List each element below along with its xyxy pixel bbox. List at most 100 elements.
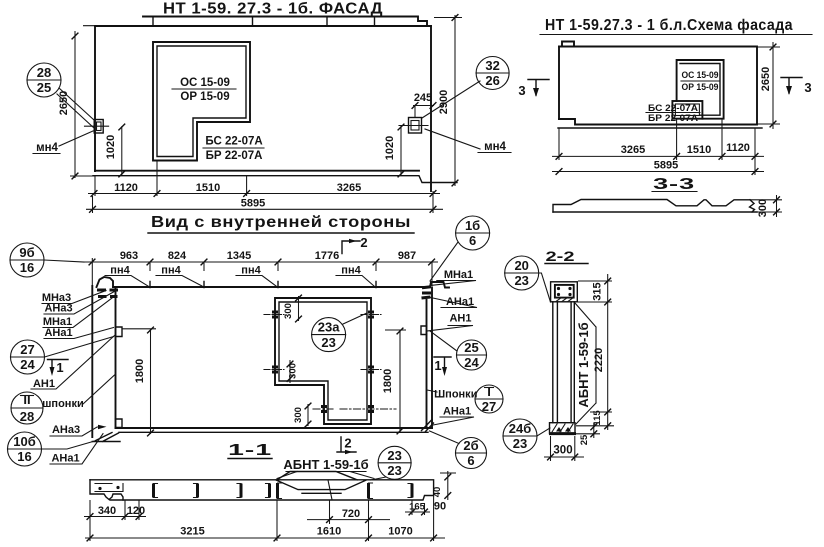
svg-text:МНа1: МНа1 [43,316,72,328]
svg-text:3215: 3215 [180,526,204,538]
svg-text:28: 28 [20,409,34,424]
svg-text:6: 6 [469,233,476,248]
svg-text:Вид с внутренней стороны: Вид с внутренней стороны [151,214,411,231]
svg-text:23: 23 [514,273,528,288]
svg-text:3265: 3265 [621,144,645,156]
svg-text:шпонки: шпонки [42,398,83,410]
svg-text:23: 23 [321,335,335,350]
svg-text:9б: 9б [19,245,34,260]
svg-text:300: 300 [293,407,304,423]
svg-text:25: 25 [579,434,590,445]
svg-text:824: 824 [168,250,187,262]
svg-text:2б: 2б [463,438,478,453]
svg-text:НТ 1-59.27.3 - 1 б.л.Схема фас: НТ 1-59.27.3 - 1 б.л.Схема фасада [545,17,793,34]
svg-text:25: 25 [464,340,478,355]
svg-text:1510: 1510 [687,144,711,156]
svg-text:1776: 1776 [315,250,339,262]
svg-text:300: 300 [288,363,299,379]
svg-text:2650: 2650 [760,67,772,91]
svg-text:40: 40 [432,487,443,498]
svg-text:АН1: АН1 [33,378,55,390]
svg-text:27: 27 [482,399,496,414]
svg-text:I: I [487,384,491,399]
svg-text:16: 16 [17,449,31,464]
svg-text:20: 20 [514,258,528,273]
svg-text:1120: 1120 [726,142,750,154]
svg-text:1020: 1020 [384,136,396,160]
svg-text:24б: 24б [509,421,532,436]
svg-text:Шпонки: Шпонки [434,389,477,401]
svg-text:720: 720 [342,508,360,520]
svg-text:26: 26 [485,73,499,88]
svg-text:2: 2 [360,235,367,250]
svg-text:2-2: 2-2 [546,248,575,264]
svg-text:1070: 1070 [388,526,412,538]
svg-text:ОС 15-09: ОС 15-09 [180,77,230,89]
svg-text:32: 32 [485,58,499,73]
svg-text:АБНТ 1-59-1б: АБНТ 1-59-1б [576,322,591,407]
svg-text:165: 165 [409,502,426,513]
svg-text:3265: 3265 [337,182,361,194]
svg-text:300: 300 [553,445,572,457]
svg-text:ОС 15-09: ОС 15-09 [682,70,719,81]
svg-text:БР 22-07А: БР 22-07А [648,113,698,124]
svg-text:пн4: пн4 [341,265,361,277]
svg-text:1510: 1510 [196,182,220,194]
svg-text:II: II [23,392,30,407]
svg-text:963: 963 [120,250,138,262]
svg-text:1: 1 [56,360,63,375]
svg-text:5895: 5895 [241,198,265,210]
svg-text:245: 245 [414,92,432,104]
svg-text:АНа1: АНа1 [44,327,72,339]
svg-text:ОР 15-09: ОР 15-09 [180,91,229,103]
svg-text:1б: 1б [465,218,480,233]
svg-text:115: 115 [592,410,603,426]
svg-text:987: 987 [398,250,416,262]
svg-text:ОР 15-09: ОР 15-09 [682,82,719,93]
svg-text:1800: 1800 [382,369,394,393]
svg-text:16: 16 [20,260,34,275]
svg-text:1-1: 1-1 [228,442,272,459]
svg-text:5895: 5895 [654,160,678,172]
svg-text:23: 23 [513,436,527,451]
svg-text:НТ 1-59. 27.3 - 1б. ФАСАД: НТ 1-59. 27.3 - 1б. ФАСАД [163,1,383,18]
svg-text:6: 6 [467,453,474,468]
svg-text:пн4: пн4 [161,265,181,277]
svg-text:3-3: 3-3 [653,176,695,193]
svg-text:27: 27 [20,342,34,357]
svg-text:3: 3 [804,80,811,95]
svg-text:28: 28 [37,65,51,80]
svg-text:340: 340 [98,505,116,517]
svg-text:БС 22-07А: БС 22-07А [205,136,262,148]
svg-text:23: 23 [387,448,401,463]
svg-text:23: 23 [387,463,401,478]
svg-text:2900: 2900 [438,90,450,114]
svg-text:2: 2 [344,436,351,451]
svg-text:2650: 2650 [58,91,70,115]
svg-text:пн4: пн4 [241,265,261,277]
svg-text:АНа3: АНа3 [52,424,80,436]
svg-text:АН1: АН1 [449,313,471,325]
svg-text:АБНТ 1-59-1б: АБНТ 1-59-1б [283,457,368,472]
svg-text:1120: 1120 [114,182,138,194]
svg-text:МНа1: МНа1 [444,269,473,281]
svg-text:3: 3 [518,83,525,98]
svg-text:1610: 1610 [317,526,341,538]
svg-text:24: 24 [20,357,35,372]
svg-text:1345: 1345 [227,250,251,262]
svg-text:90: 90 [434,501,446,513]
svg-text:БС 22-07А: БС 22-07А [648,103,698,114]
svg-text:мн4: мн4 [36,142,58,154]
svg-text:315: 315 [592,282,604,300]
svg-text:АНа1: АНа1 [51,453,79,465]
svg-text:мн4: мн4 [484,141,506,153]
svg-text:АНа3: АНа3 [44,303,72,315]
svg-text:БР 22-07А: БР 22-07А [206,150,263,162]
svg-text:24: 24 [464,355,479,370]
svg-text:АНа1: АНа1 [443,406,471,418]
svg-text:2220: 2220 [593,348,605,372]
svg-text:300: 300 [757,199,769,217]
svg-text:120: 120 [127,505,145,517]
svg-text:1800: 1800 [134,359,146,383]
svg-text:пн4: пн4 [110,265,130,277]
